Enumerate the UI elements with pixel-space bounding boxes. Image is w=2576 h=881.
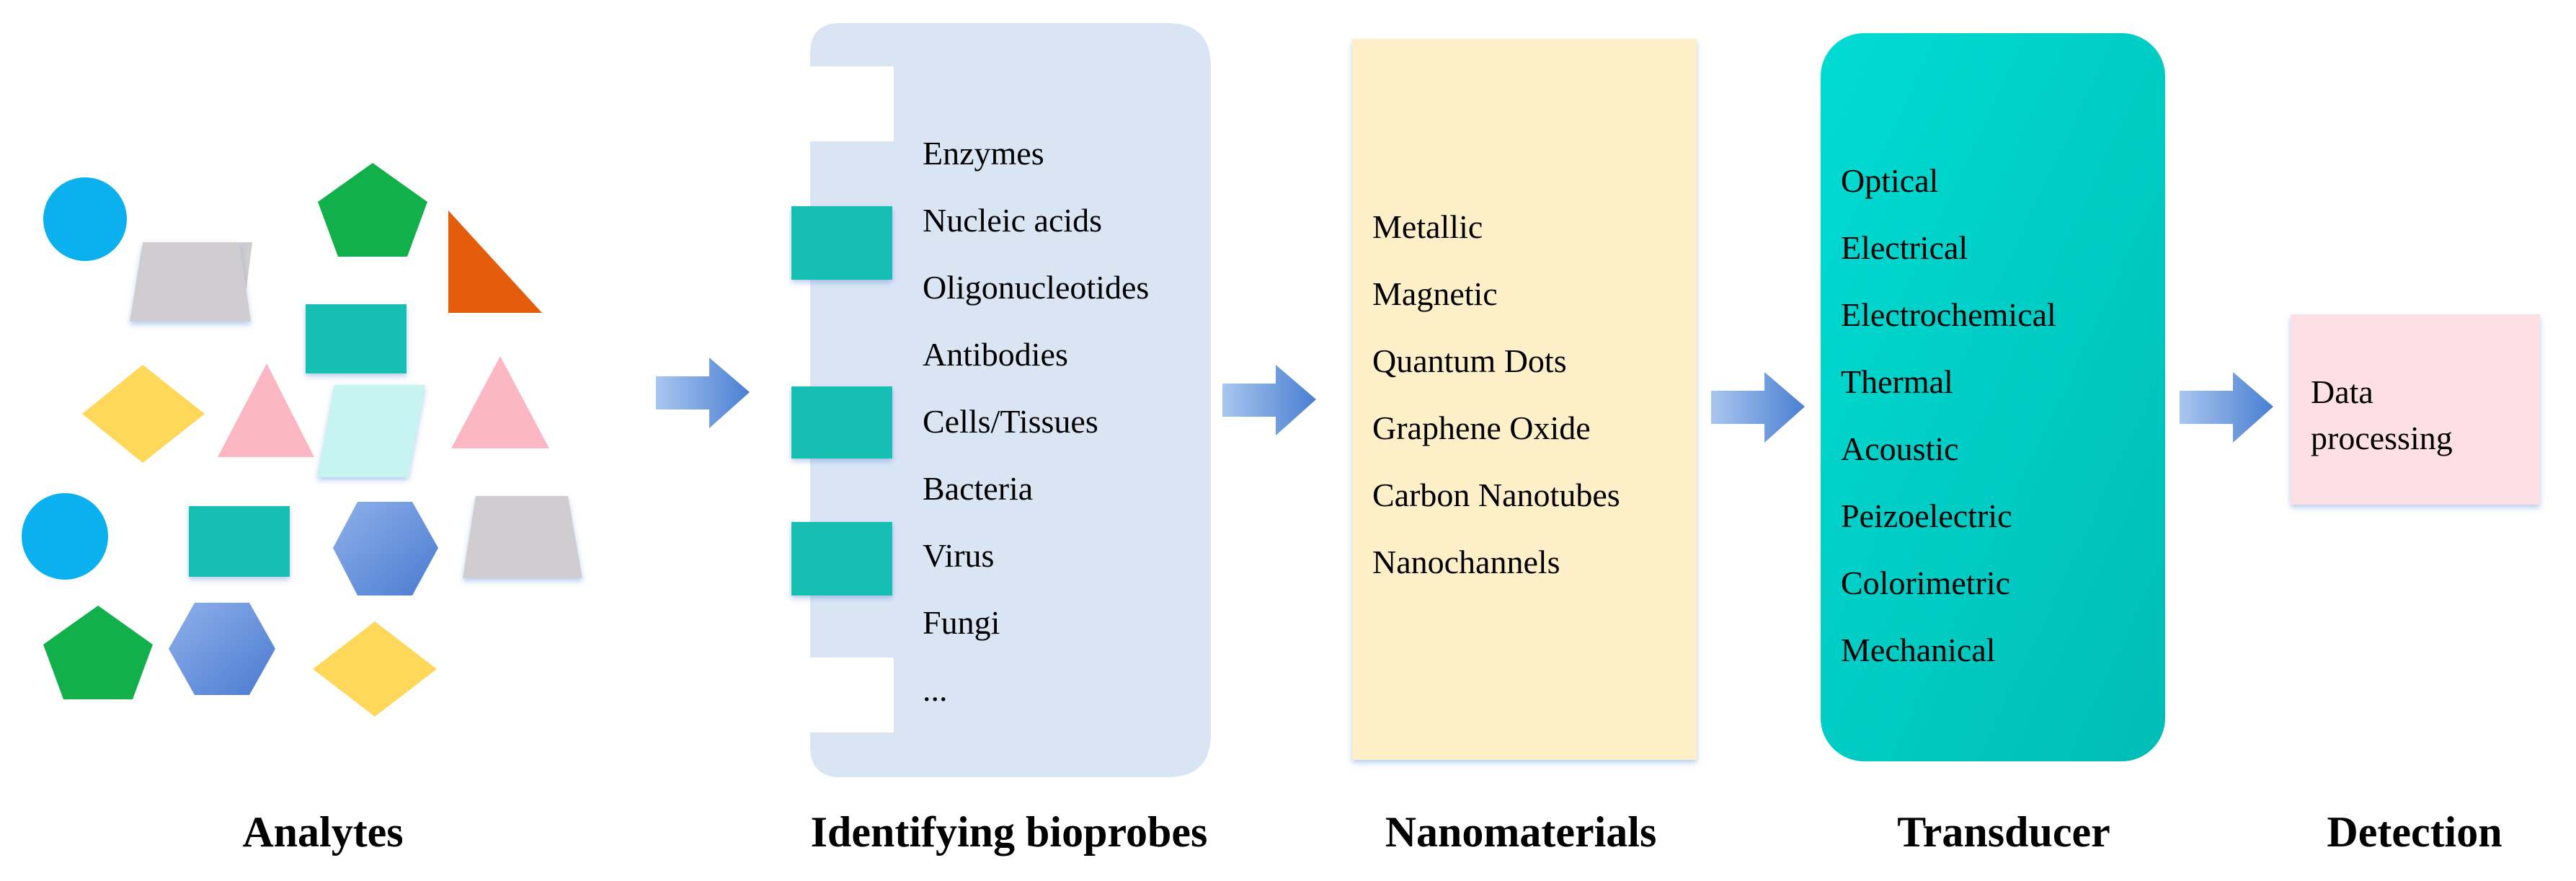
nanomaterial-item: Metallic (1372, 208, 1483, 245)
stage-label-nanomaterials: Nanomaterials (1385, 808, 1657, 856)
triangle-shape (448, 211, 542, 313)
flow-arrows (656, 358, 2273, 443)
detection-box-text: Data processing (2311, 373, 2453, 456)
transducer-item: Optical (1841, 162, 1939, 199)
bioprobe-item: Oligonucleotides (923, 269, 1150, 306)
circle-shape (22, 493, 108, 580)
pentagon-shape (318, 163, 427, 257)
bioprobes-panel-shape (810, 23, 1211, 777)
transducer-item: Acoustic (1841, 430, 1959, 467)
bioprobe-item: Bacteria (923, 470, 1034, 507)
nanomaterial-item: Carbon Nanotubes (1372, 477, 1620, 513)
arrow-right-icon (2180, 372, 2273, 443)
bioprobe-item: Antibodies (923, 336, 1068, 373)
diamond-shape (313, 621, 437, 717)
nanomaterial-item: Graphene Oxide (1372, 409, 1591, 446)
trapezoid-shape (463, 496, 582, 578)
transducer-item: Electrochemical (1841, 296, 2056, 333)
arrow-right-icon (1711, 372, 1805, 443)
transducer-item: Colorimetric (1841, 565, 2011, 601)
bioprobe-item: Cells/Tissues (923, 403, 1098, 440)
probe-receptor-block (791, 386, 892, 459)
bioprobe-item: Enzymes (923, 135, 1044, 172)
arrow-right-icon (1222, 365, 1316, 435)
stage-label-transducer: Transducer (1897, 808, 2110, 856)
nanomaterial-item: Magnetic (1372, 275, 1498, 312)
triangle-shape (451, 356, 549, 448)
nanomaterial-item: Quantum Dots (1372, 342, 1567, 379)
triangle-shape (218, 363, 314, 457)
trapezoid-shape (130, 242, 251, 322)
circle-shape (43, 177, 127, 261)
parallelogram-shape (317, 385, 425, 477)
bioprobe-item: Fungi (923, 604, 1000, 641)
diamond-shape (82, 365, 205, 463)
probe-receptor-block (791, 206, 892, 280)
transducer-panel (1821, 33, 2165, 761)
transducer-item: Mechanical (1841, 632, 1996, 668)
rectangle-shape (306, 304, 407, 373)
transducer-item: Thermal (1841, 363, 1953, 400)
arrow-right-icon (656, 358, 750, 428)
detection-box (2291, 314, 2540, 505)
bioprobe-item: Nucleic acids (923, 202, 1103, 239)
hexagon-shape (333, 502, 438, 596)
nanomaterials-panel (1352, 39, 1697, 760)
stage-label-detection: Detection (2327, 808, 2502, 856)
pentagon-shape (43, 606, 153, 699)
transducer-item: Electrical (1841, 229, 1968, 266)
bioprobes-panel (791, 23, 1211, 777)
bioprobe-item: Virus (923, 537, 995, 574)
stage-label-bioprobes: Identifying bioprobes (810, 808, 1208, 856)
probe-receptor-block (791, 522, 892, 596)
bioprobe-item: ... (923, 671, 948, 708)
hexagon-shape (169, 603, 275, 695)
transducer-item: Peizoelectric (1841, 497, 2012, 534)
rectangle-shape (189, 506, 290, 577)
analytes-cluster (22, 163, 582, 717)
nanomaterial-item: Nanochannels (1372, 544, 1560, 580)
stage-label-analytes: Analytes (242, 808, 404, 856)
